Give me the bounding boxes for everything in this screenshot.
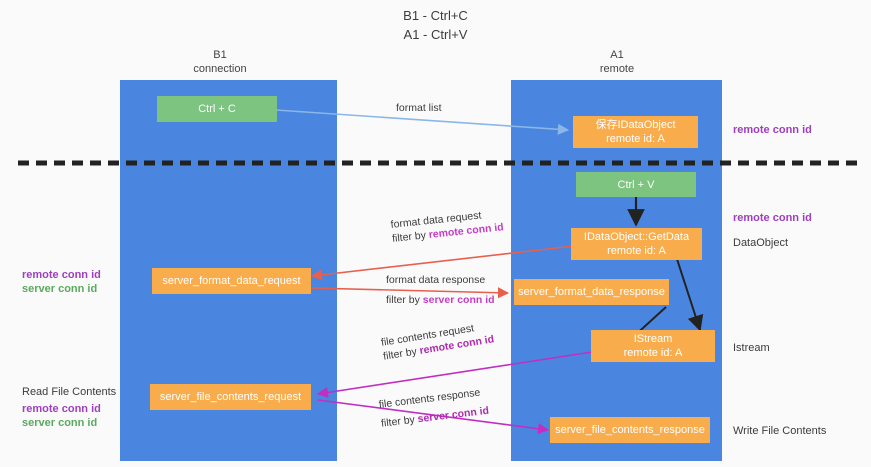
node-server-format-data-request-label: server_format_data_request (162, 275, 301, 287)
node-server-file-contents-request[interactable]: server_file_contents_request (150, 384, 311, 410)
title-line-1: B1 - Ctrl+C (403, 8, 468, 23)
side-label-left-server-conn-id-2: server conn id (22, 417, 98, 429)
edge-label-file-contents-request: file contents request filter by remote c… (380, 318, 495, 363)
node-ctrl-c-label: Ctrl + C (198, 103, 236, 115)
page-title: B1 - Ctrl+C A1 - Ctrl+V (0, 6, 871, 44)
node-istream-line1: IStream (633, 333, 673, 345)
node-istream[interactable]: IStream remote id: A (591, 330, 715, 362)
side-label-left-server-conn-id-1: server conn id (22, 283, 98, 295)
column-header-b1-line1: B1 (213, 49, 227, 61)
column-header-b1: B1 connection (140, 48, 300, 76)
edge-label-format-data-response-filter: filter by server conn id (386, 293, 495, 307)
node-save-idataobject-line2: remote id: A (606, 133, 665, 145)
filter-prefix-2: filter by (386, 294, 423, 306)
node-save-idataobject-line1: 保存IDataObject (595, 119, 676, 131)
node-server-file-contents-response[interactable]: server_file_contents_response (550, 417, 710, 443)
title-line-2: A1 - Ctrl+V (403, 27, 468, 42)
column-header-a1-line1: A1 (610, 49, 624, 61)
node-idataobject-getdata-line2: remote id: A (607, 245, 666, 257)
node-server-file-contents-response-label: server_file_contents_response (555, 424, 705, 436)
side-label-write-file-contents: Write File Contents (733, 425, 827, 437)
node-ctrl-v[interactable]: Ctrl + V (576, 172, 696, 197)
node-idataobject-getdata-line1: IDataObject::GetData (583, 231, 690, 243)
node-server-format-data-response-label: server_format_data_response (518, 286, 665, 298)
edge-label-format-data-response: format data response filter by server co… (386, 273, 495, 307)
edge-label-format-list: format list (396, 102, 442, 114)
edge-label-file-contents-response: file contents response filter by server … (378, 385, 490, 431)
column-header-b1-line2: connection (193, 63, 247, 75)
side-label-remote-conn-id-top: remote conn id (733, 124, 812, 136)
side-label-dataobject: DataObject (733, 237, 789, 249)
side-label-istream: Istream (733, 342, 770, 354)
edge-label-format-data-request: format data request filter by remote con… (390, 206, 504, 246)
side-label-remote-conn-id-dataobject: remote conn id (733, 212, 812, 224)
node-ctrl-c[interactable]: Ctrl + C (157, 96, 277, 122)
column-header-a1: A1 remote (537, 48, 697, 76)
filter-prefix-4: filter by (380, 413, 419, 430)
side-label-left-remote-conn-id-1: remote conn id (22, 269, 101, 281)
side-label-read-file-contents: Read File Contents (22, 386, 117, 398)
filter-key-server-conn-id-1: server conn id (422, 294, 495, 306)
edge-label-format-data-response-text: format data response (386, 274, 486, 286)
column-header-a1-line2: remote (599, 63, 635, 75)
node-idataobject-getdata[interactable]: IDataObject::GetData remote id: A (571, 228, 702, 260)
node-save-idataobject[interactable]: 保存IDataObject remote id: A (573, 116, 698, 148)
filter-key-server-conn-id-2: server conn id (416, 404, 490, 426)
node-server-file-contents-request-label: server_file_contents_request (159, 391, 302, 403)
node-istream-line2: remote id: A (623, 347, 683, 359)
node-server-format-data-response[interactable]: server_format_data_response (514, 279, 669, 305)
filter-prefix-1: filter by (391, 229, 430, 245)
side-label-left-remote-conn-id-2: remote conn id (22, 403, 101, 415)
node-ctrl-v-label: Ctrl + V (617, 178, 655, 191)
node-server-format-data-request[interactable]: server_format_data_request (152, 268, 311, 294)
